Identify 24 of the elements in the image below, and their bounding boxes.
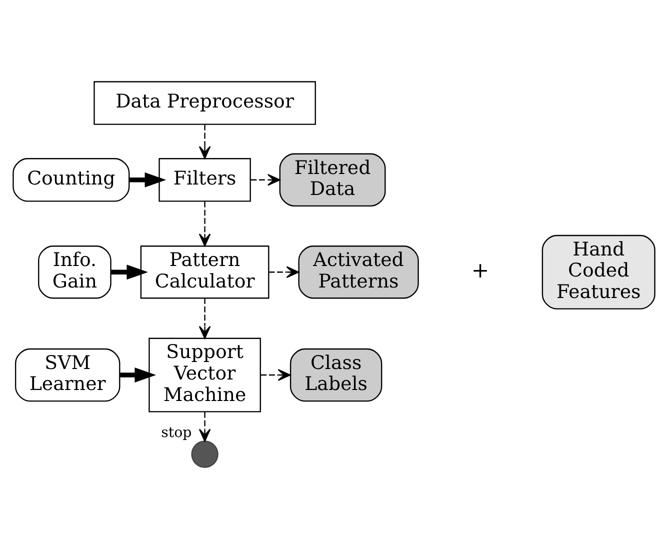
arrow [268,266,300,278]
node-box: SVM Learner [14,348,120,402]
arrow [198,298,211,338]
node-box: Filters [158,158,251,202]
node-circle [191,440,218,468]
label: + [471,258,490,283]
arrow [250,173,280,186]
arrow [198,200,211,246]
node-box: Pattern Calculator [140,245,270,298]
arrow [120,367,156,382]
node-box: Support Vector Machine [148,337,261,412]
node-box: Activated Patterns [298,245,419,298]
node-box: Data Preprocessor [94,80,316,124]
node-box: Class Labels [290,348,382,402]
arrow [130,172,166,187]
arrow [260,368,291,380]
node-box: Hand Coded Features [542,234,656,309]
node-box: Counting [12,158,130,202]
arrow [198,124,211,158]
node-box: Info. Gain [38,245,112,298]
node-box: Filtered Data [279,152,386,206]
arrow [110,264,148,280]
arrow [198,411,211,442]
node-label: stop [161,424,192,441]
